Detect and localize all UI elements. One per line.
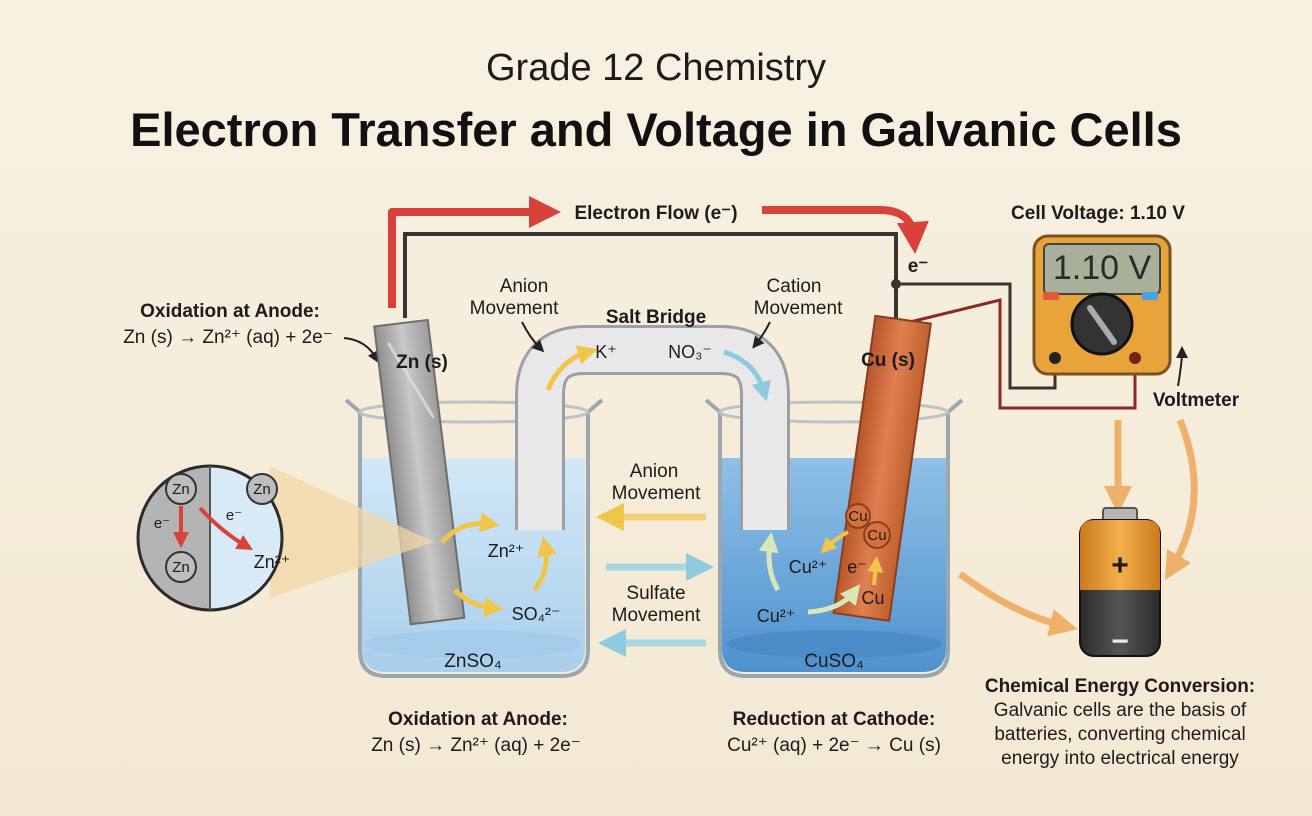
cathode-ion-cu1: Cu²⁺ <box>789 557 828 577</box>
cu-atom-small-2 <box>863 521 891 549</box>
battery-plus: + <box>1111 549 1129 582</box>
anode-ion-arrow-1 <box>440 512 500 544</box>
copper-electrode <box>832 314 932 622</box>
energy-title: Chemical Energy Conversion: <box>985 676 1255 697</box>
sulfate-movement-label-2: Movement <box>612 605 701 626</box>
energy-arrow-from-cell <box>957 571 1078 637</box>
cathode-ion-arrow-1 <box>758 532 781 592</box>
anode-label-bottom: Oxidation at Anode: <box>388 709 568 730</box>
bridge-cation: K⁺ <box>595 342 617 362</box>
energy-line-3: energy into electrical energy <box>1001 748 1239 769</box>
copper-electrode-label: Cu (s) <box>861 350 915 371</box>
salt-bridge <box>518 328 787 530</box>
anion-movement-label-1: Anion <box>630 461 679 482</box>
anode-pointer <box>343 337 379 364</box>
bridge-anion-arrow <box>723 349 772 402</box>
energy-line-1: Galvanic cells are the basis of <box>994 700 1247 721</box>
battery <box>1079 507 1161 657</box>
voltmeter-label: Voltmeter <box>1153 390 1240 411</box>
bridge-cation-movement-1: Cation <box>767 276 822 297</box>
cathode-ion-cu2: Cu²⁺ <box>757 606 796 626</box>
cathode-electron: e⁻ <box>847 557 867 577</box>
cu-small-label-2: Cu <box>867 527 886 544</box>
zoom-ion: Zn²⁺ <box>254 552 291 572</box>
subtitle: Grade 12 Chemistry <box>486 47 826 89</box>
zoom-zn-right: Zn <box>253 481 271 498</box>
energy-arrow-curve <box>1164 418 1198 581</box>
electron-symbol: e⁻ <box>908 256 929 277</box>
battery-minus: − <box>1111 625 1129 658</box>
anode-ion-zn: Zn²⁺ <box>488 541 525 561</box>
external-wire <box>403 232 898 318</box>
salt-bridge-label: Salt Bridge <box>606 307 706 328</box>
cathode-label-bottom: Reduction at Cathode: <box>733 709 936 730</box>
cu-small-label: Cu <box>848 508 867 525</box>
bridge-cation-arrow <box>545 345 598 391</box>
cathode-solution: CuSO₄ <box>804 651 864 672</box>
zoom-zn-bottom-circle <box>165 551 197 583</box>
anode-equation-top: Zn (s) → Zn²⁺ (aq) + 2e⁻ <box>123 327 333 348</box>
bridge-anion-movement-2: Movement <box>470 298 559 319</box>
electron-flow-label: Electron Flow (e⁻) <box>574 203 737 224</box>
voltmeter-lead-red <box>909 298 1137 410</box>
energy-line-2: batteries, converting chemical <box>994 724 1245 745</box>
cathode-electron-arrow <box>867 556 884 586</box>
zoom-zn-top-circle <box>165 473 197 505</box>
zoom-electron-right: e⁻ <box>226 507 242 524</box>
anion-movement-label-2: Movement <box>612 483 701 504</box>
electron-flow-arrow-right <box>762 206 929 254</box>
voltmeter-display: 1.10 V <box>1053 249 1152 287</box>
anode-ion-arrow-3 <box>532 536 557 592</box>
zoom-electron-left: e⁻ <box>154 515 170 532</box>
electron-flow-arrow-left <box>388 196 561 308</box>
anion-movement-pointer <box>521 321 545 353</box>
zinc-electrode <box>373 318 466 626</box>
bridge-anion-movement-1: Anion <box>500 276 549 297</box>
zoom-zn-right-circle <box>246 473 278 505</box>
zoom-electron-arrow-diag <box>198 506 253 551</box>
page-title: Electron Transfer and Voltage in Galvani… <box>130 103 1182 156</box>
bridge-anion: NO₃⁻ <box>668 342 712 362</box>
zoom-zn-top: Zn <box>172 481 190 498</box>
zinc-electrode-label: Zn (s) <box>396 352 448 373</box>
zoom-cone <box>270 466 434 598</box>
anode-ion-so4: SO₄²⁻ <box>512 604 561 624</box>
anode-equation-bottom: Zn (s) → Zn²⁺ (aq) + 2e⁻ <box>371 735 581 756</box>
cathode-equation-bottom: Cu²⁺ (aq) + 2e⁻ → Cu (s) <box>727 735 941 756</box>
voltmeter-pointer <box>1175 346 1188 387</box>
cation-movement-pointer <box>752 321 771 349</box>
voltmeter-lead-black <box>896 282 1057 390</box>
voltmeter <box>1032 234 1172 376</box>
sulfate-movement-label-1: Sulfate <box>626 583 685 604</box>
anode-ion-arrow-2 <box>453 588 504 618</box>
cell-voltage-label: Cell Voltage: 1.10 V <box>1011 203 1185 224</box>
cathode-ion-arrow-3 <box>820 530 849 554</box>
anode-label-top: Oxidation at Anode: <box>140 301 320 322</box>
zoom-zn-bottom: Zn <box>172 559 190 576</box>
cu-atom-small-1 <box>845 503 871 529</box>
cathode-cu-atom: Cu <box>861 588 884 608</box>
cathode-ion-arrow-2 <box>807 584 861 615</box>
bridge-cation-movement-2: Movement <box>754 298 843 319</box>
anode-solution: ZnSO₄ <box>444 651 502 672</box>
